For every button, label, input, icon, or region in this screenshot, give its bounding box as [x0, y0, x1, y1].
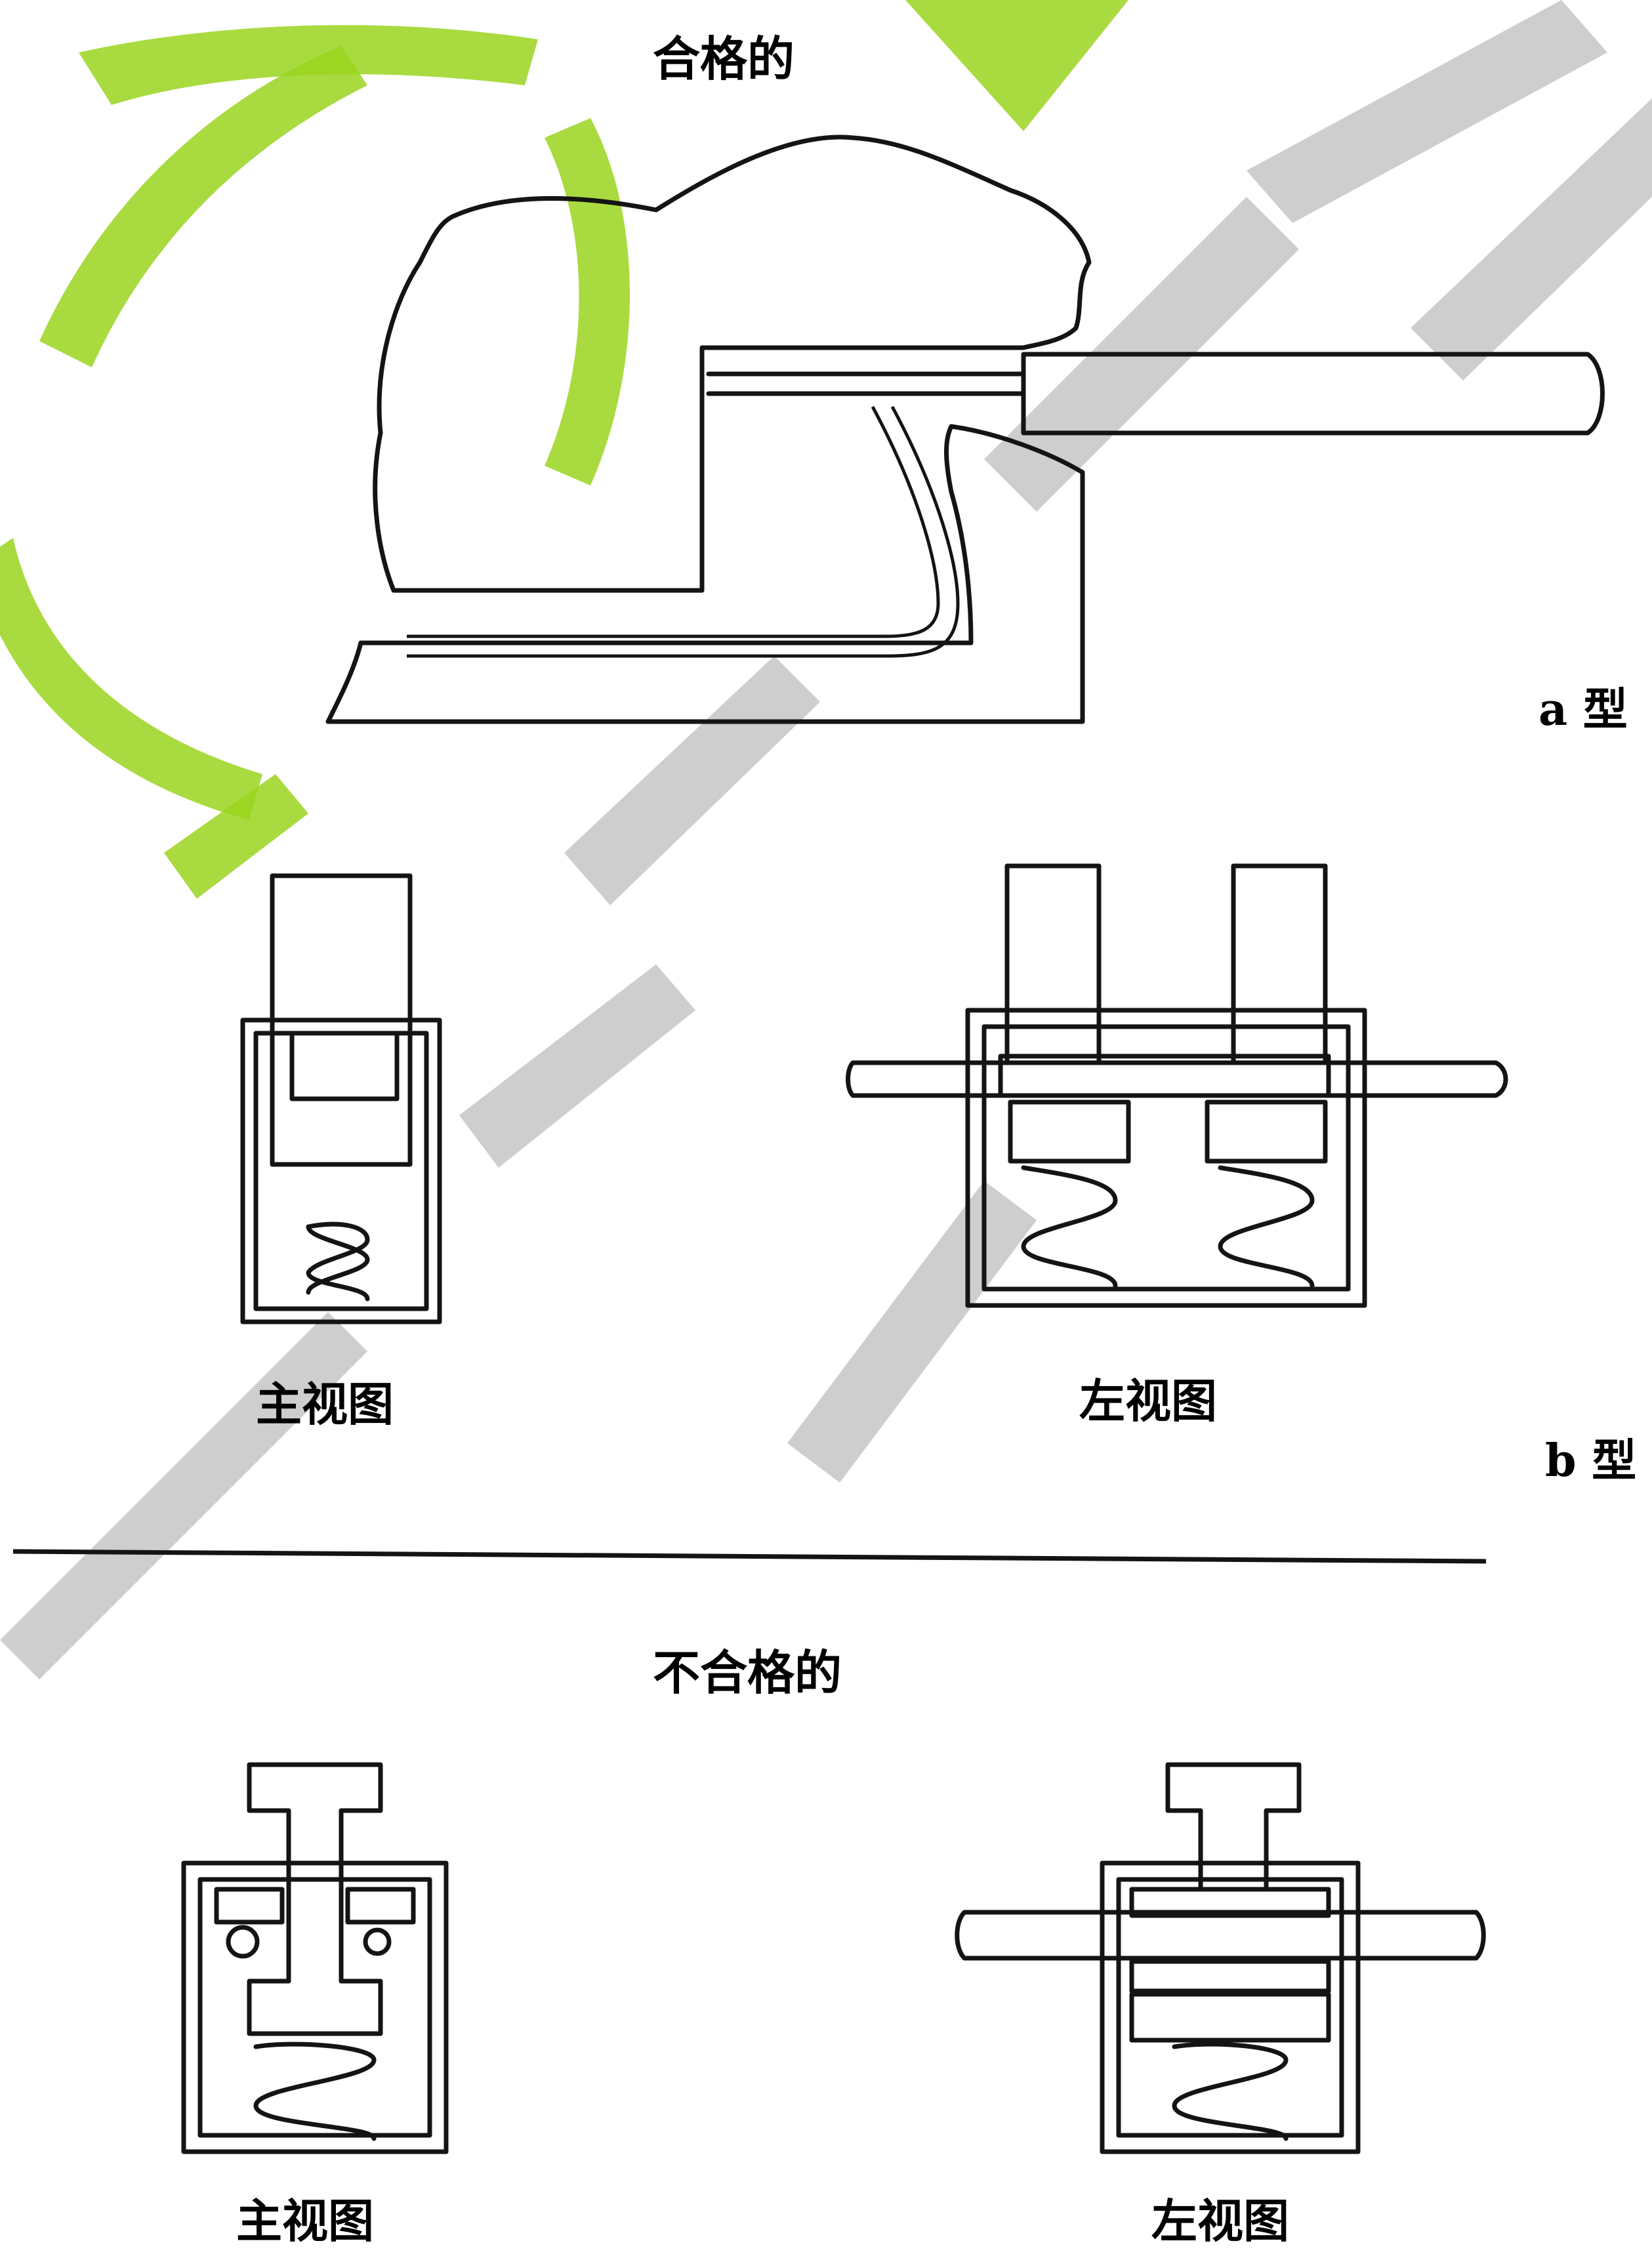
qualified-front-view: [240, 873, 442, 1324]
qualified-heading: 合格的: [653, 31, 795, 87]
qualified-front-view-label: 主视图: [256, 1377, 394, 1431]
unqualified-front-view-label: 主视图: [236, 2194, 374, 2248]
qualified-side-view: [846, 863, 1508, 1308]
unqualified-side-view-label: 左视图: [1151, 2194, 1289, 2248]
type-a-diagram: [325, 134, 1605, 724]
unqualified-heading: 不合格的: [653, 1645, 842, 1700]
qualified-side-view-label: 左视图: [1079, 1374, 1217, 1428]
unqualified-front-view: [181, 1762, 449, 2154]
watermark-logo: [0, 0, 1652, 1679]
unqualified-side-view: [955, 1762, 1486, 2154]
type-a-label: a 型: [1538, 684, 1628, 736]
section-divider: [12, 1549, 1487, 1564]
type-b-label: b 型: [1545, 1435, 1636, 1487]
